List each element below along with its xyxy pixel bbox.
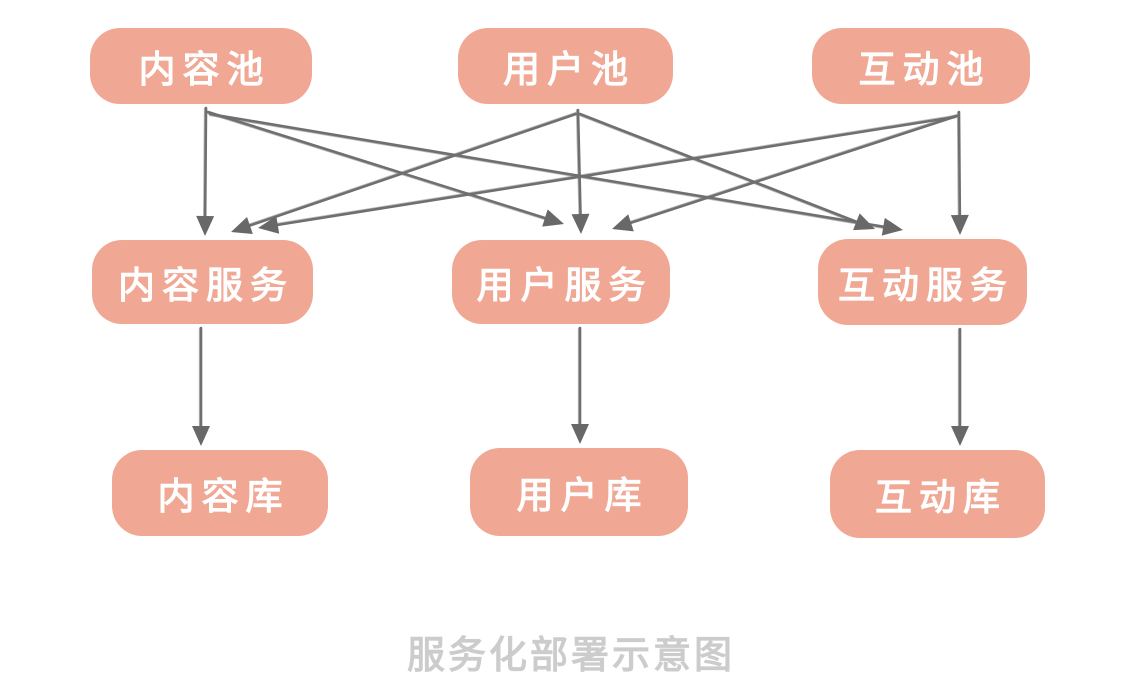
edge-user-pool-to-interaction-service bbox=[578, 112, 875, 231]
arrowhead-icon bbox=[950, 214, 969, 235]
node-interaction-pool: 互动池 bbox=[812, 28, 1030, 104]
node-content-db-label: 内容库 bbox=[157, 476, 290, 517]
arrowhead-icon bbox=[951, 426, 969, 446]
arrowhead-icon bbox=[196, 215, 215, 236]
node-interaction-service-label: 互动服务 bbox=[838, 265, 1014, 306]
edge-user-pool-to-content-service bbox=[231, 111, 578, 235]
node-content-service: 内容服务 bbox=[92, 240, 313, 324]
arrowhead-icon bbox=[853, 213, 875, 231]
edge-interaction-pool-to-user-service bbox=[612, 113, 959, 232]
node-content-service-label: 内容服务 bbox=[118, 265, 294, 306]
edge-content-pool-to-content-service bbox=[196, 106, 215, 236]
node-user-pool: 用户池 bbox=[458, 28, 673, 104]
arrowhead-icon bbox=[258, 215, 280, 234]
arrowhead-icon bbox=[542, 209, 564, 227]
node-user-pool-label: 用户池 bbox=[503, 49, 635, 90]
node-interaction-db-label: 互动库 bbox=[875, 477, 1007, 518]
arrowhead-icon bbox=[881, 217, 903, 236]
arrowhead-icon bbox=[192, 426, 210, 446]
arrowhead-icon bbox=[612, 214, 634, 232]
node-interaction-service: 互动服务 bbox=[818, 239, 1027, 325]
node-user-service: 用户服务 bbox=[452, 240, 670, 324]
arrowhead-icon bbox=[571, 213, 590, 234]
edge-content-service-to-content-db bbox=[192, 326, 210, 446]
edge-interaction-pool-to-content-service bbox=[258, 114, 957, 234]
node-user-db-label: 用户库 bbox=[516, 475, 649, 516]
arrowhead-icon bbox=[231, 217, 253, 235]
edge-user-service-to-user-db bbox=[571, 326, 589, 444]
node-content-pool: 内容池 bbox=[90, 28, 312, 104]
edge-content-pool-to-user-service bbox=[206, 110, 564, 227]
edge-interaction-service-to-interaction-db bbox=[951, 327, 969, 446]
edge-user-pool-to-user-service bbox=[571, 108, 590, 234]
edge-content-pool-to-interaction-service bbox=[208, 112, 903, 236]
node-content-db: 内容库 bbox=[112, 450, 328, 536]
node-interaction-pool-label: 互动池 bbox=[858, 49, 991, 90]
arrowhead-icon bbox=[571, 424, 589, 444]
node-content-pool-label: 内容池 bbox=[138, 49, 271, 90]
node-user-service-label: 用户服务 bbox=[476, 265, 653, 306]
diagram-caption: 服务化部署示意图 bbox=[406, 635, 735, 677]
edge-interaction-pool-to-interaction-service bbox=[950, 110, 969, 235]
node-interaction-db: 互动库 bbox=[830, 450, 1045, 538]
node-user-db: 用户库 bbox=[470, 448, 688, 536]
